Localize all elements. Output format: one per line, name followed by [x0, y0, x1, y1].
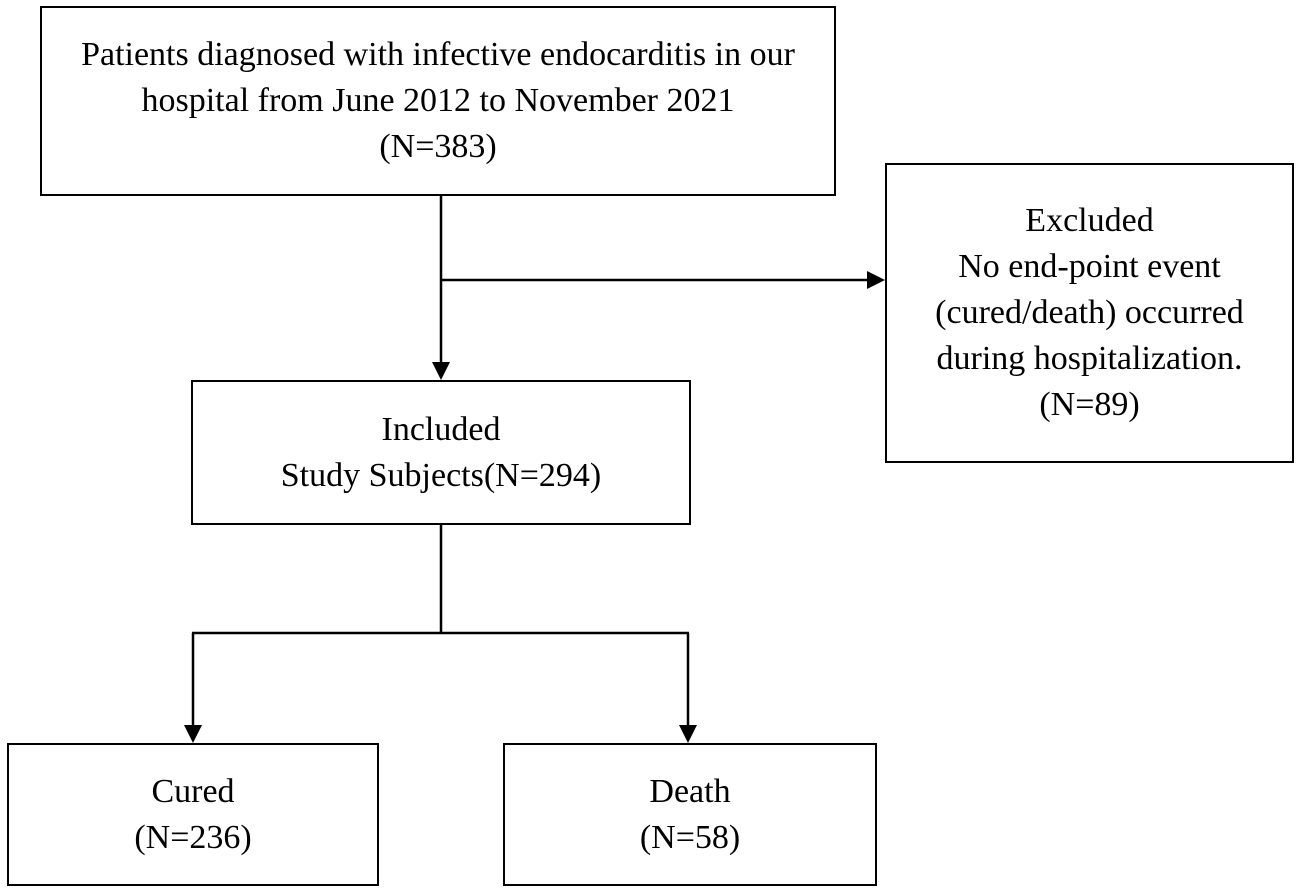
- arrowhead-to-included: [432, 362, 450, 380]
- patients-box-count: (N=383): [379, 128, 497, 165]
- excluded-box-count: (N=89): [1039, 386, 1140, 423]
- patients-diagnosed-box: Patients diagnosed with infective endoca…: [40, 6, 836, 196]
- excluded-box-title: Excluded: [1025, 202, 1154, 239]
- patients-box-line: hospital from June 2012 to November 2021: [141, 82, 735, 119]
- cured-box: Cured (N=236): [7, 743, 379, 886]
- death-box-count: (N=58): [639, 818, 741, 856]
- death-box-title: Death: [649, 772, 731, 810]
- excluded-box: Excluded No end-point event (cured/death…: [885, 163, 1294, 463]
- arrowhead-to-cured: [184, 725, 202, 743]
- included-box-count: Study Subjects(N=294): [280, 456, 602, 494]
- included-box: Included Study Subjects(N=294): [191, 380, 691, 525]
- cured-box-count: (N=236): [134, 818, 252, 856]
- cured-box-title: Cured: [151, 772, 235, 810]
- arrowhead-to-death: [679, 725, 697, 743]
- excluded-box-line: during hospitalization.: [936, 340, 1243, 377]
- excluded-box-line: No end-point event: [958, 248, 1221, 285]
- arrowhead-to-excluded: [867, 271, 885, 289]
- excluded-box-line: (cured/death) occurred: [935, 294, 1244, 331]
- death-box: Death (N=58): [503, 743, 877, 886]
- patients-box-line: Patients diagnosed with infective endoca…: [81, 36, 795, 73]
- included-box-title: Included: [381, 410, 501, 448]
